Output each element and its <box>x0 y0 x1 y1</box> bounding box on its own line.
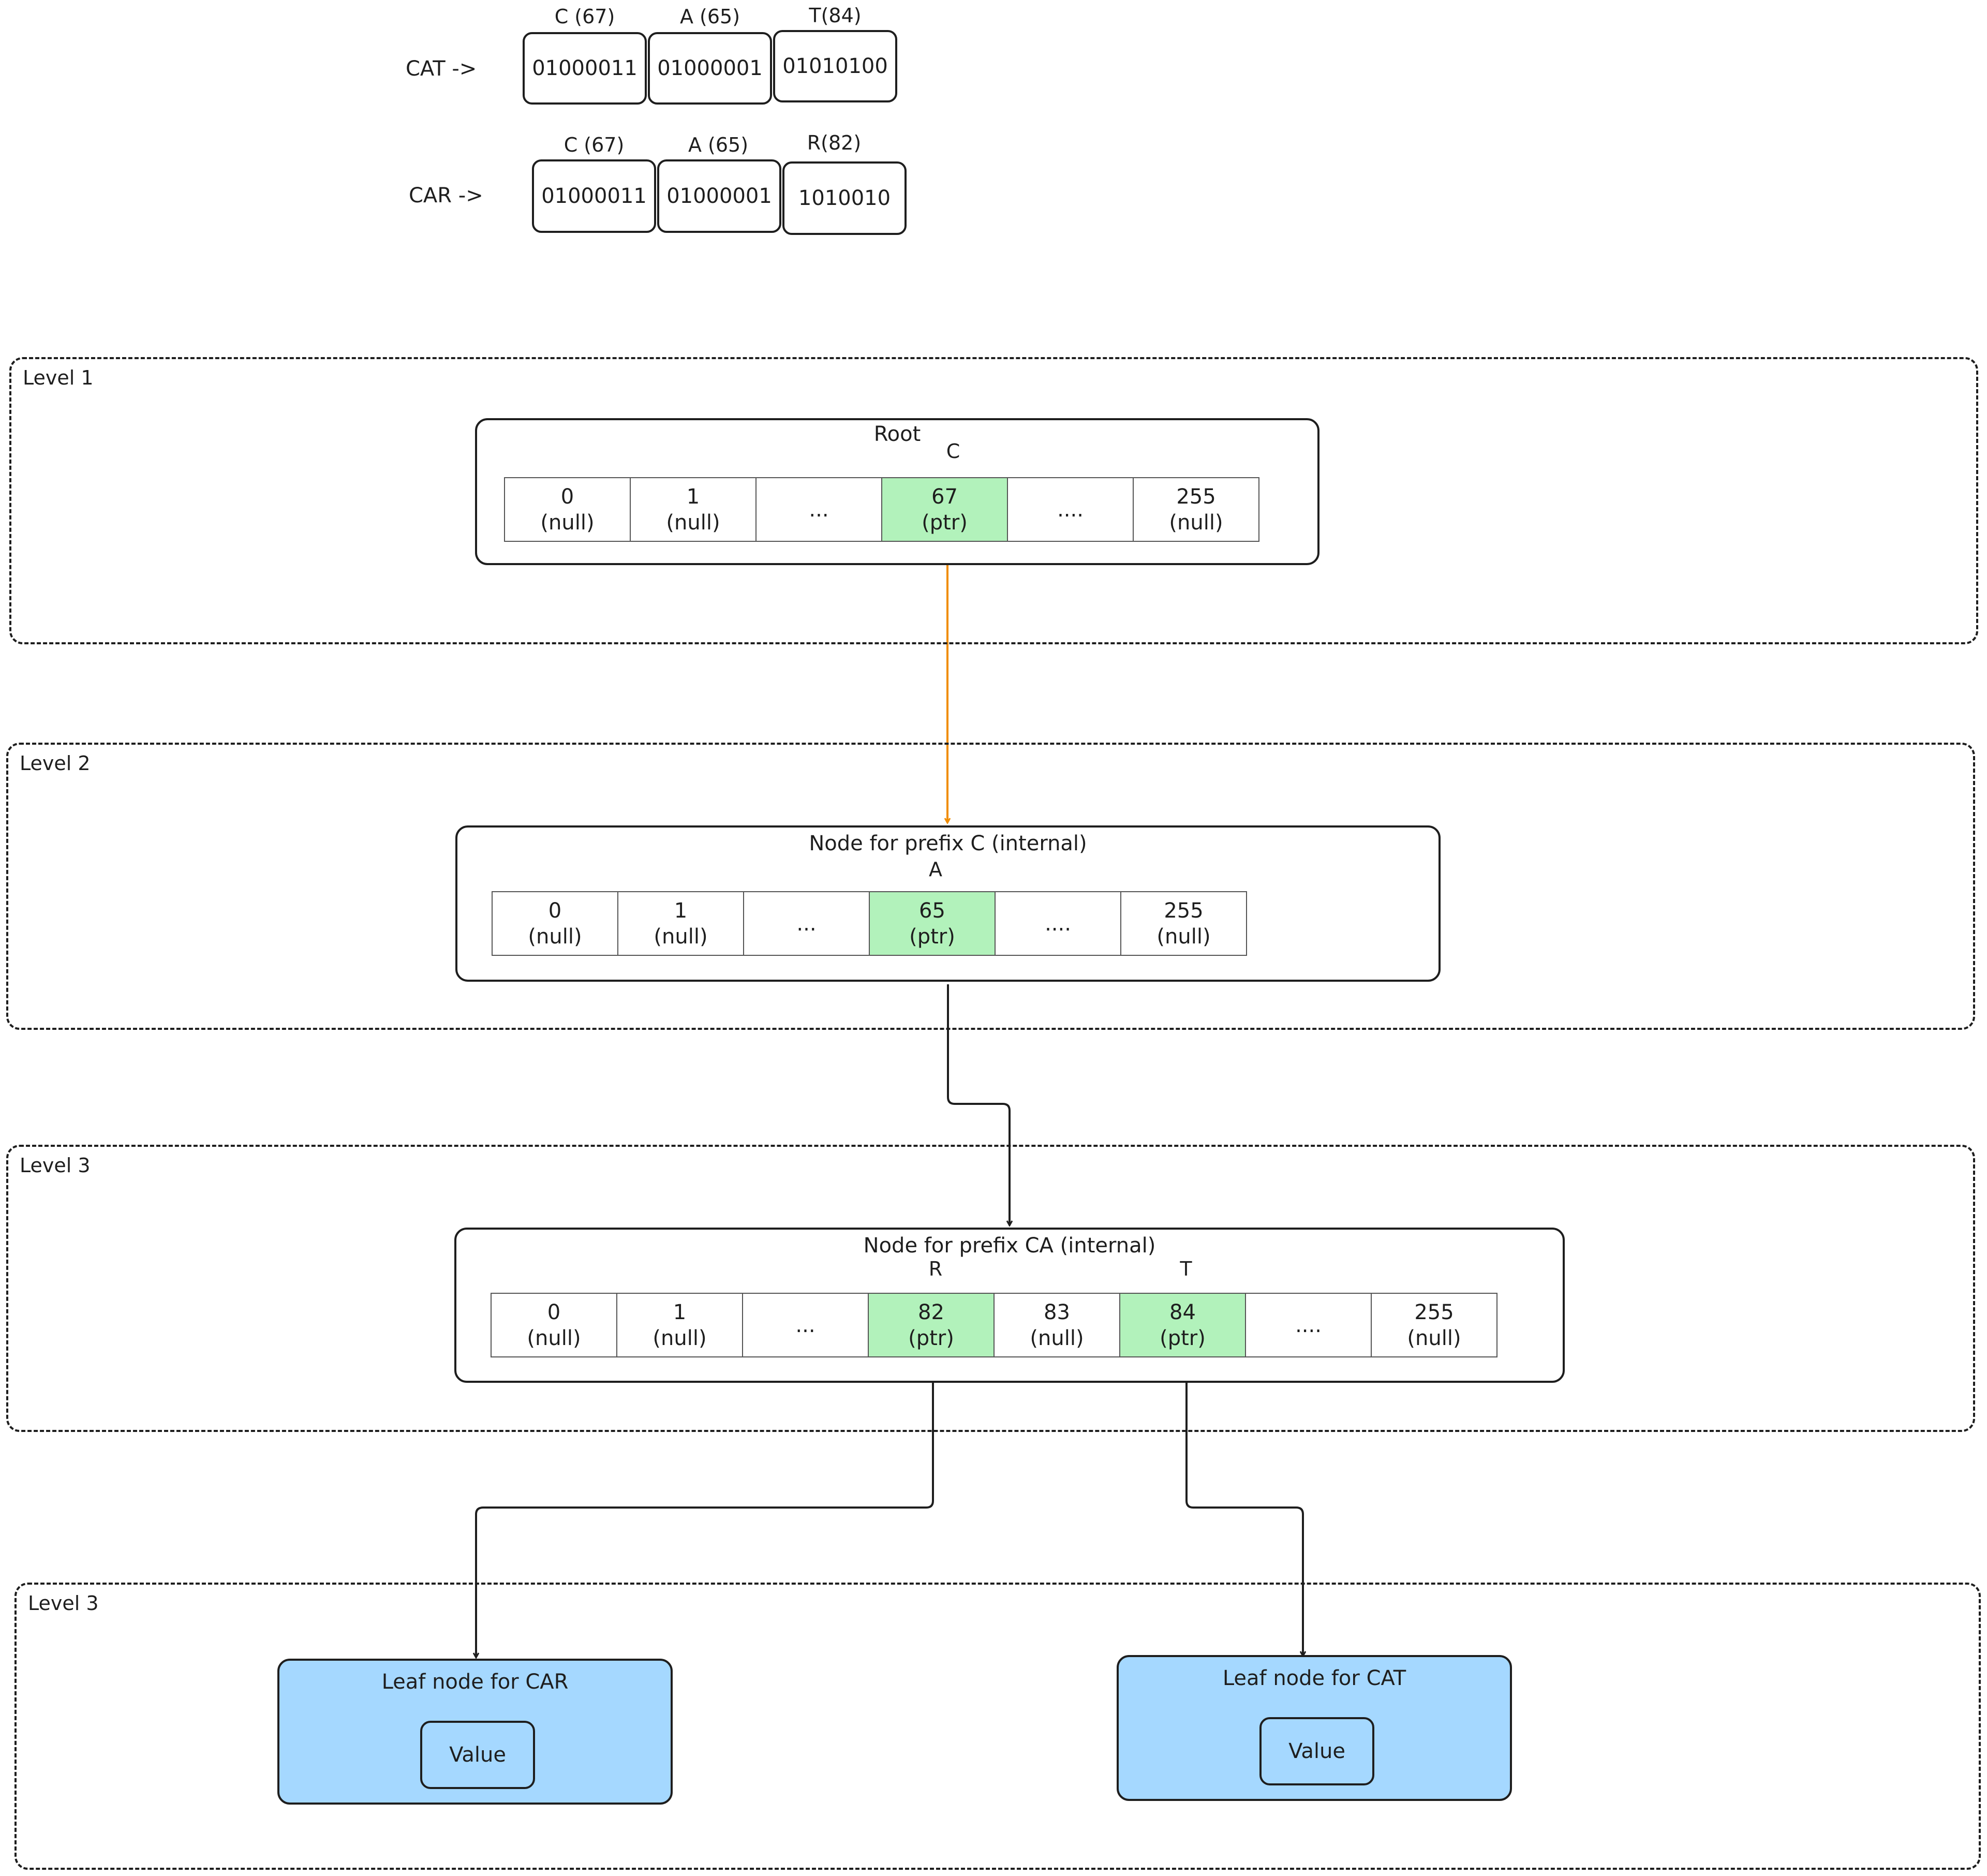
leaf-node-cat-title: Leaf node for CAT <box>1222 1666 1406 1690</box>
byte-label-cat-t: T(84) <box>809 4 862 27</box>
root-key-c: C <box>946 440 960 463</box>
prefix-ca-node-title: Node for prefix CA (internal) <box>863 1234 1156 1258</box>
prefix-c-key-a: A <box>929 858 942 881</box>
edge-prefix-ca-to-leaf-car <box>476 1358 934 1658</box>
root-cell-row: 0(null) 1(null) ... 67(ptr) .... 255(nul… <box>504 477 1259 542</box>
byte-box-cat-t: 01010100 <box>773 30 897 102</box>
leaf-node-cat-value: Value <box>1259 1717 1374 1785</box>
encoding-word-cat: CAT -> <box>406 57 477 81</box>
prefix-c-cell: ... <box>743 891 870 956</box>
byte-box-car-c: 01000011 <box>532 159 656 233</box>
prefix-c-cell: 0(null) <box>492 891 618 956</box>
prefix-ca-cell: 255(null) <box>1371 1293 1497 1357</box>
leaf-node-cat: Leaf node for CAT Value <box>1117 1655 1512 1801</box>
level-3-group: Level 3 <box>6 1145 1975 1432</box>
root-cell: 0(null) <box>504 477 631 542</box>
root-cell: 255(null) <box>1133 477 1259 542</box>
level-2-group: Level 2 <box>6 743 1975 1030</box>
prefix-ca-key-r: R <box>928 1258 943 1280</box>
prefix-ca-cell: .... <box>1245 1293 1372 1357</box>
byte-label-cat-c: C (67) <box>554 5 615 28</box>
prefix-ca-cell: 83(null) <box>994 1293 1120 1357</box>
prefix-ca-cell: ... <box>742 1293 869 1357</box>
level-3-label: Level 3 <box>20 1154 91 1177</box>
leaf-node-car: Leaf node for CAR Value <box>277 1659 673 1805</box>
prefix-ca-cell-row: 0(null) 1(null) ... 82(ptr) 83(null) 84(… <box>491 1293 1497 1357</box>
byte-box-cat-a: 01000001 <box>648 32 772 105</box>
root-cell: 1(null) <box>630 477 757 542</box>
leaf-node-car-title: Leaf node for CAR <box>381 1670 569 1694</box>
root-cell: .... <box>1007 477 1134 542</box>
byte-box-car-r: 1010010 <box>782 161 907 235</box>
root-cell: ... <box>755 477 882 542</box>
byte-label-cat-a: A (65) <box>679 5 740 28</box>
byte-label-car-r: R(82) <box>807 131 862 154</box>
prefix-c-cell: .... <box>995 891 1121 956</box>
root-cell-ptr: 67(ptr) <box>881 477 1008 542</box>
byte-box-car-a: 01000001 <box>657 159 781 233</box>
byte-label-car-a: A (65) <box>688 134 749 156</box>
byte-box-cat-c: 01000011 <box>523 32 647 105</box>
prefix-c-cell-row: 0(null) 1(null) ... 65(ptr) .... 255(nul… <box>492 891 1247 956</box>
leaf-node-car-value: Value <box>420 1721 535 1789</box>
prefix-c-node-title: Node for prefix C (internal) <box>809 832 1087 855</box>
level-1-label: Level 1 <box>23 366 94 389</box>
prefix-ca-cell-ptr: 84(ptr) <box>1119 1293 1246 1357</box>
byte-label-car-c: C (67) <box>564 134 625 156</box>
prefix-ca-cell: 0(null) <box>491 1293 617 1357</box>
edge-prefix-ca-to-leaf-cat <box>1185 1358 1303 1656</box>
root-node-title: Root <box>873 422 921 446</box>
encoding-word-car: CAR -> <box>409 184 483 208</box>
level-leaf-label: Level 3 <box>28 1592 99 1615</box>
prefix-c-cell: 1(null) <box>617 891 744 956</box>
prefix-ca-key-t: T <box>1180 1258 1192 1280</box>
prefix-ca-cell: 1(null) <box>616 1293 743 1357</box>
prefix-c-cell: 255(null) <box>1120 891 1247 956</box>
prefix-c-cell-ptr: 65(ptr) <box>869 891 996 956</box>
prefix-ca-cell-ptr: 82(ptr) <box>868 1293 995 1357</box>
level-2-label: Level 2 <box>20 752 91 775</box>
level-leaf-group: Level 3 <box>14 1583 1981 1870</box>
level-1-group: Level 1 <box>9 357 1978 644</box>
edge-prefix-c-to-prefix-ca <box>947 984 1010 1225</box>
